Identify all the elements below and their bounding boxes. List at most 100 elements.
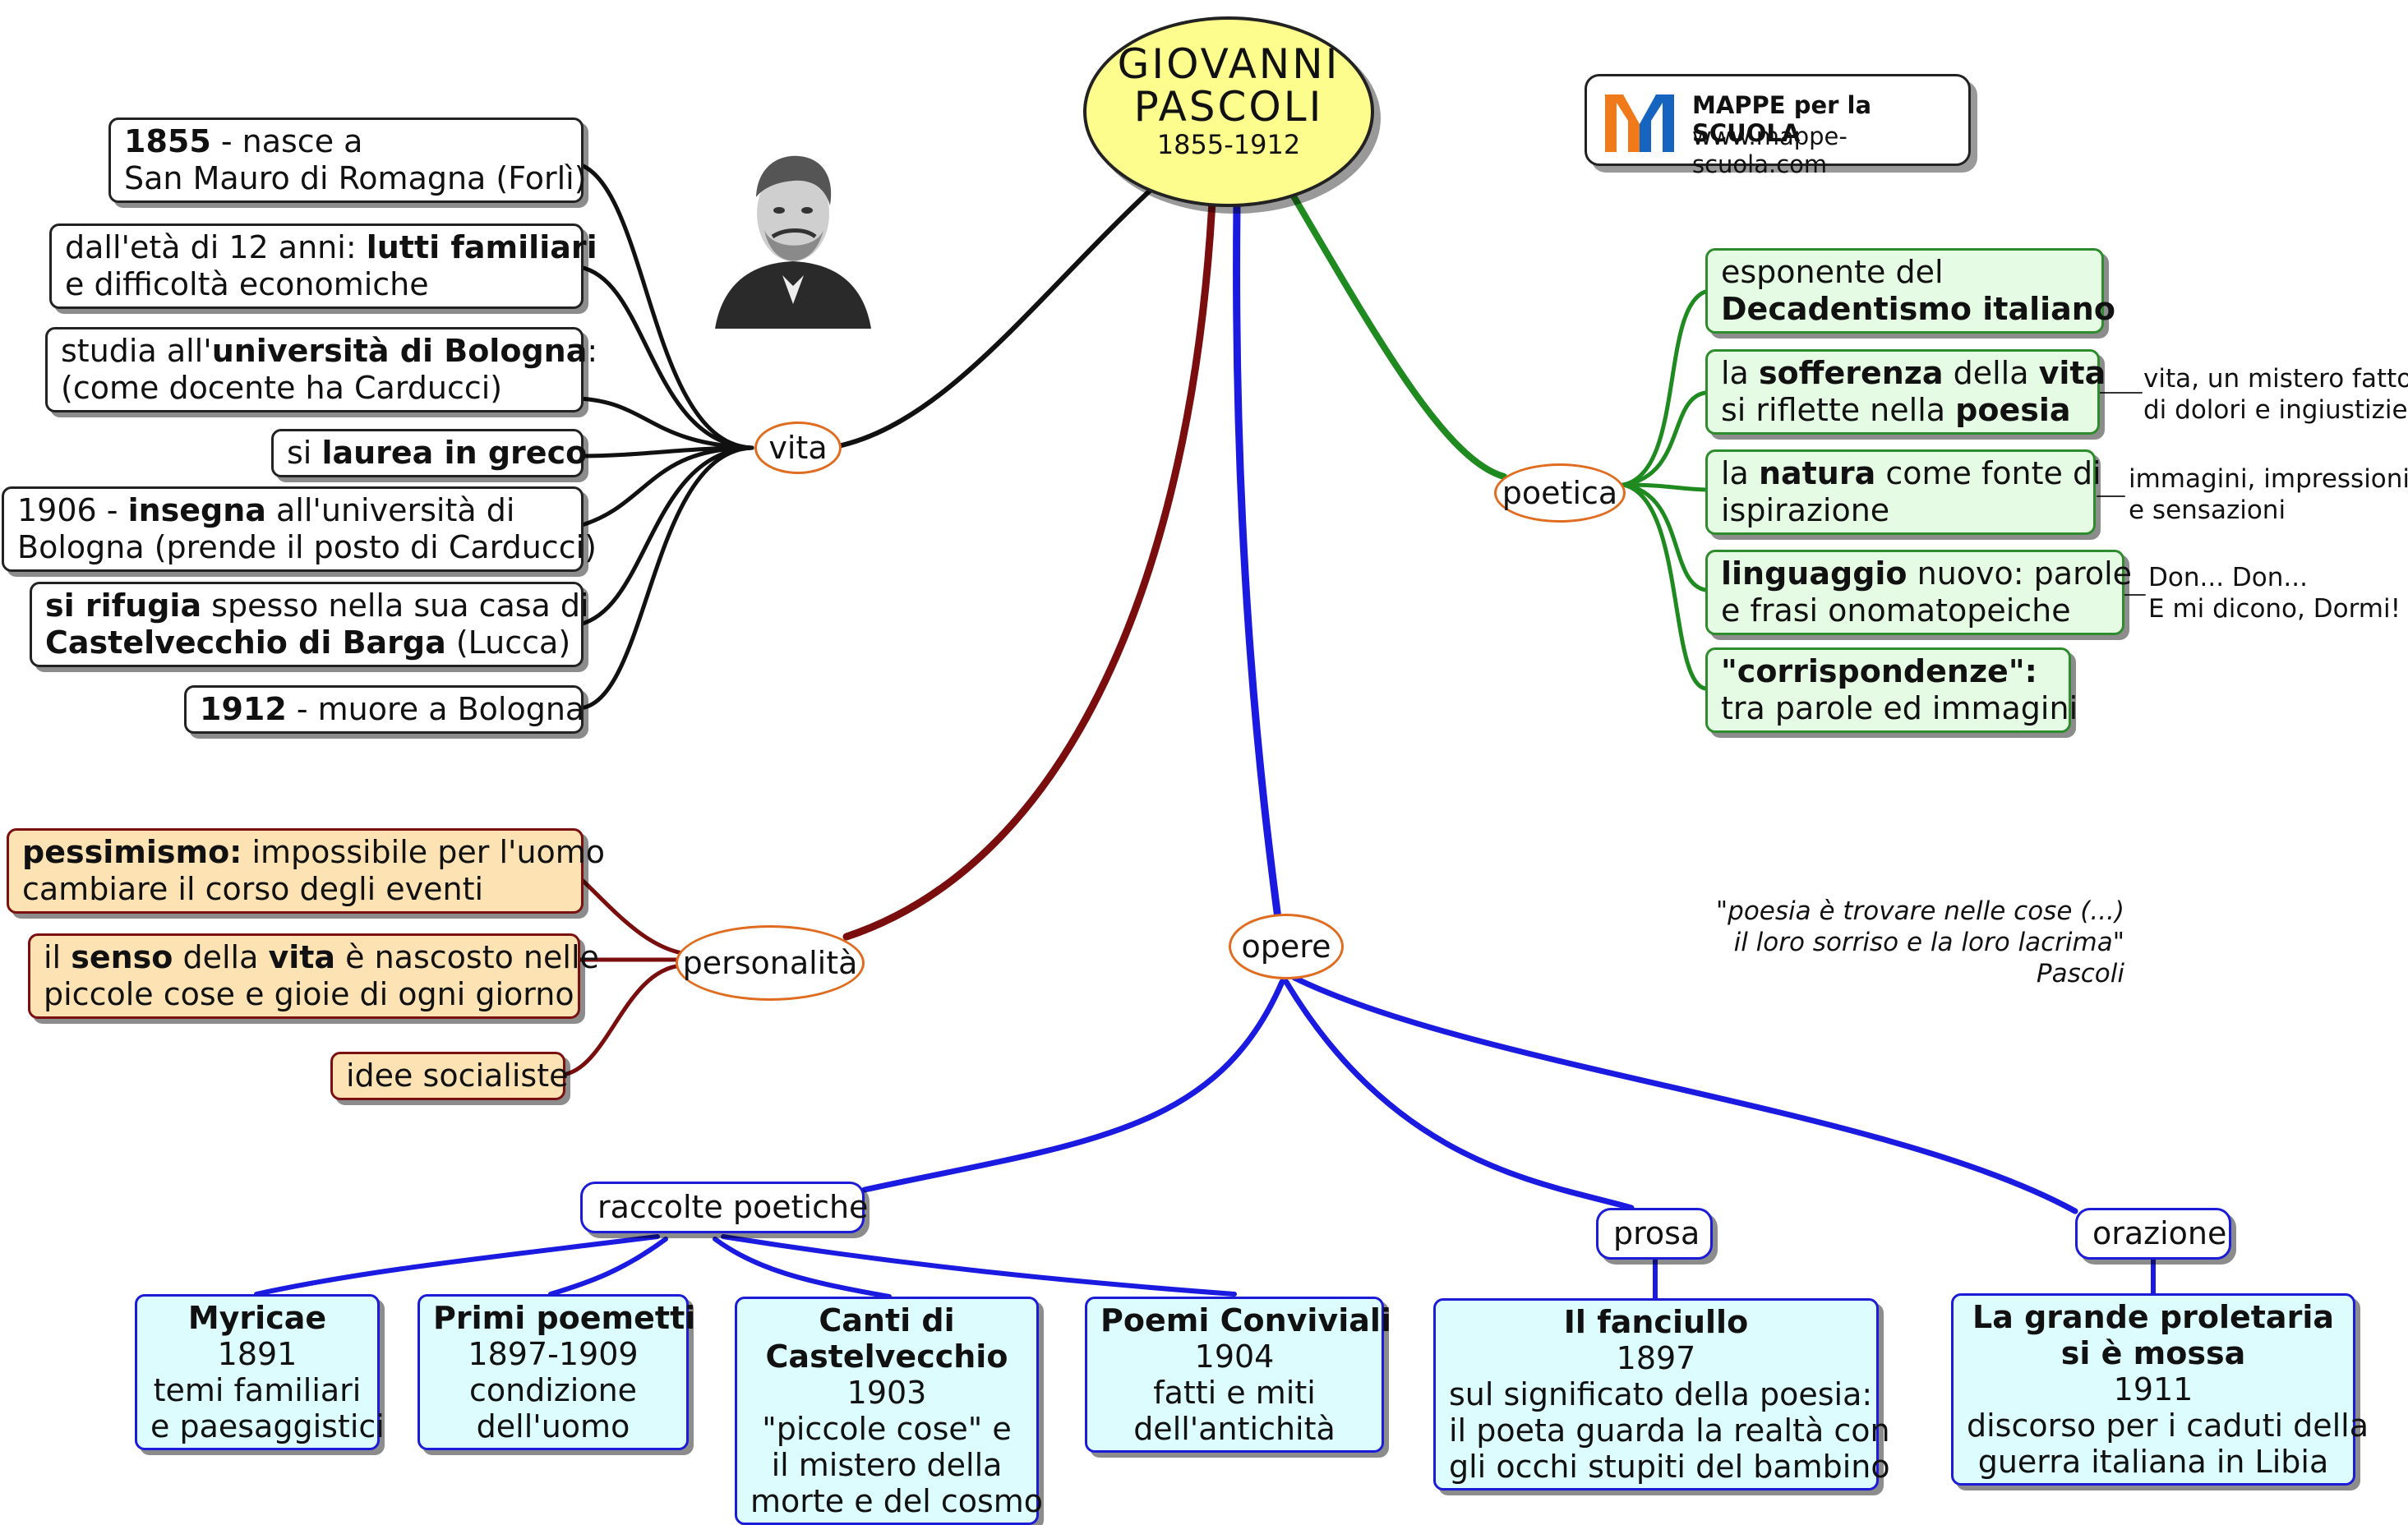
vita-birth-text: - nasce a [210, 123, 363, 159]
opera-proletaria-title1: La grande proletaria [1972, 1299, 2334, 1335]
personalita-senso-b1: senso [71, 939, 173, 975]
poetica-decadentismo-text: esponente del [1721, 254, 1944, 290]
opera-myricae-title: Myricae [187, 1300, 327, 1336]
vita-university-text: studia all' [61, 333, 212, 369]
poetica-linguaggio-bold: linguaggio [1721, 555, 1907, 592]
vita-death-year: 1912 [200, 691, 287, 727]
opera-poemi-conviviali[interactable]: Poemi Conviviali 1904 fatti e miti dell'… [1085, 1297, 1391, 1453]
opera-primi-title: Primi poemetti [433, 1300, 696, 1336]
poetica-decadentismo[interactable]: esponente del Decadentismo italiano [1705, 248, 2115, 334]
poetica-corrispondenze-line2: tra parole ed immagini [1721, 690, 2078, 726]
vita-teaching[interactable]: 1906 - insegna all'università di Bologna… [2, 486, 597, 572]
vita-childhood-bold: lutti familiari [366, 229, 597, 265]
node-personalita[interactable]: personalità [676, 925, 865, 1001]
portrait-engraving-icon [715, 155, 871, 329]
poetica-sofferenza[interactable]: la sofferenza della vita si riflette nel… [1705, 349, 2106, 435]
personalita-pessimismo-bold: pessimismo: [22, 834, 242, 870]
personalita-socialiste-text: idee socialiste [346, 1057, 569, 1094]
vita-birth-year: 1855 [124, 123, 211, 159]
opera-canti-castelvecchio[interactable]: Canti di Castelvecchio 1903 "piccole cos… [735, 1297, 1043, 1525]
node-poetica[interactable]: poetica [1494, 463, 1626, 523]
vita-teaching-bold: insegna [127, 492, 266, 528]
poetica-corrispondenze-bold: "corrispondenze": [1721, 653, 2037, 689]
central-years: 1855-1912 [1156, 129, 1301, 160]
vita-degree[interactable]: si laurea in greco [271, 429, 588, 477]
opera-canti-desc3: morte e del cosmo [750, 1483, 1044, 1519]
vita-refuge-bold1: si rifugia [45, 587, 202, 624]
vita-degree-text: si [287, 435, 322, 471]
opera-il-fanciullo[interactable]: Il fanciullo 1897 sul significato della … [1433, 1298, 1890, 1490]
vita-death-text: - muore a Bologna [286, 691, 585, 727]
vita-refuge-text2: (Lucca) [445, 624, 571, 661]
vita-birth[interactable]: 1855 - nasce a San Mauro di Romagna (For… [108, 117, 587, 203]
opera-primi-year: 1897-1909 [468, 1336, 639, 1372]
opera-fanciullo-desc3: gli occhi stupiti del bambino [1449, 1449, 1890, 1485]
opera-proletaria-desc2: guerra italiana in Libia [1977, 1444, 2329, 1480]
opera-canti-title1: Canti di [819, 1302, 955, 1338]
mappe-logo[interactable]: MAPPE per la SCUOLA www.mappe-scuola.com [1585, 74, 1971, 178]
opera-fanciullo-title: Il fanciullo [1563, 1304, 1749, 1340]
opera-myricae-desc2: e paesaggistici [150, 1408, 385, 1444]
node-vita[interactable]: vita [754, 422, 842, 474]
vita-refuge[interactable]: si rifugia spesso nella sua casa di Cast… [30, 582, 589, 667]
opera-poemi-desc1: fatti e miti [1153, 1375, 1316, 1411]
personalita-pessimismo[interactable]: pessimismo: impossibile per l'uomo cambi… [7, 828, 605, 914]
poetica-natura-t2: come fonte di [1875, 455, 2101, 491]
poetica-natura-line2: ispirazione [1721, 492, 1890, 528]
quote-line1: "poesia è trovare nelle cose (...) [1715, 896, 2124, 926]
node-opere[interactable]: opere [1229, 914, 1344, 979]
personalita-senso[interactable]: il senso della vita è nascosto nelle pic… [28, 933, 599, 1019]
opera-myricae-year: 1891 [217, 1336, 298, 1372]
poetica-corrispondenze[interactable]: "corrispondenze": tra parole ed immagini [1705, 647, 2078, 733]
poetica-note-mistero-l2: di dolori e ingiustizie [2143, 395, 2408, 425]
opera-poemi-year: 1904 [1194, 1338, 1275, 1375]
poetica-sofferenza-t1: la [1721, 355, 1759, 391]
poetica-sofferenza-t2: della [1943, 355, 2039, 391]
quote-line2: il loro sorriso e la loro lacrima" [1733, 928, 2124, 957]
logo-m-icon [1605, 94, 1674, 152]
poetica-sofferenza-b1: sofferenza [1758, 355, 1944, 391]
poetica-linguaggio-line2: e frasi onomatopeiche [1721, 592, 2071, 629]
opera-canti-year: 1903 [846, 1375, 927, 1411]
poetica-sofferenza-b3: poesia [1955, 392, 2071, 428]
vita-university[interactable]: studia all'università di Bologna: (come … [45, 327, 597, 412]
opera-canti-desc1: "piccole cose" e [762, 1411, 1012, 1447]
vita-teaching-year: 1906 - [17, 492, 128, 528]
poetica-linguaggio[interactable]: linguaggio nuovo: parole e frasi onomato… [1705, 550, 2132, 635]
opera-primi-poemetti[interactable]: Primi poemetti 1897-1909 condizione dell… [417, 1294, 695, 1450]
logo-name: MAPPE per la SCUOLA [1692, 91, 1872, 147]
opere-prosa[interactable]: prosa [1596, 1208, 1713, 1260]
personalita-socialiste[interactable]: idee socialiste [330, 1052, 569, 1100]
opera-proletaria-year: 1911 [2113, 1371, 2193, 1408]
opera-poemi-title: Poemi Conviviali [1100, 1302, 1391, 1338]
vita-university-colon: : [587, 333, 598, 369]
vita-childhood[interactable]: dall'età di 12 anni: lutti familiari e d… [49, 223, 597, 309]
opera-poemi-desc2: dell'antichità [1133, 1411, 1335, 1447]
opere-raccolte-poetiche[interactable]: raccolte poetiche [580, 1182, 868, 1233]
poetica-note-dondon-l2: E mi dicono, Dormi! [2148, 594, 2401, 624]
opera-myricae[interactable]: Myricae 1891 temi familiari e paesaggist… [135, 1294, 385, 1450]
opera-fanciullo-year: 1897 [1616, 1340, 1696, 1376]
poetica-note-mistero-l1: vita, un mistero fatto [2143, 364, 2408, 394]
opera-canti-title2: Castelvecchio [765, 1338, 1008, 1375]
vita-death[interactable]: 1912 - muore a Bologna [184, 685, 584, 734]
personalita-senso-line2: piccole cose e gioie di ogni giorno [44, 976, 574, 1012]
poetica-note-immagini-l2: e sensazioni [2129, 495, 2286, 525]
personalita-pessimismo-text: impossibile per l'uomo [242, 834, 606, 870]
vita-degree-bold: laurea in greco [321, 435, 588, 471]
personalita-senso-t3: è nascosto nelle [335, 939, 599, 975]
pascoli-quote: "poesia è trovare nelle cose (...) il lo… [1677, 896, 2124, 989]
opera-fanciullo-desc1: sul significato della poesia: [1449, 1376, 1873, 1412]
logo-url: www.mappe-scuola.com [1692, 122, 1848, 178]
opera-grande-proletaria[interactable]: La grande proletaria si è mossa 1911 dis… [1951, 1293, 2369, 1486]
opera-primi-desc1: condizione [468, 1372, 638, 1408]
poetica-natura[interactable]: la natura come fonte di ispirazione [1705, 449, 2101, 535]
personalita-senso-b2: vita [268, 939, 336, 975]
vita-childhood-line2: e difficoltà economiche [65, 266, 429, 302]
opera-myricae-desc1: temi familiari [153, 1372, 362, 1408]
poetica-natura-bold: natura [1758, 455, 1876, 491]
vita-birth-place: San Mauro di Romagna (Forlì) [124, 160, 587, 196]
poetica-note-immagini-l1: immagini, impressioni [2129, 464, 2408, 494]
opere-orazione[interactable]: orazione [2075, 1208, 2231, 1260]
